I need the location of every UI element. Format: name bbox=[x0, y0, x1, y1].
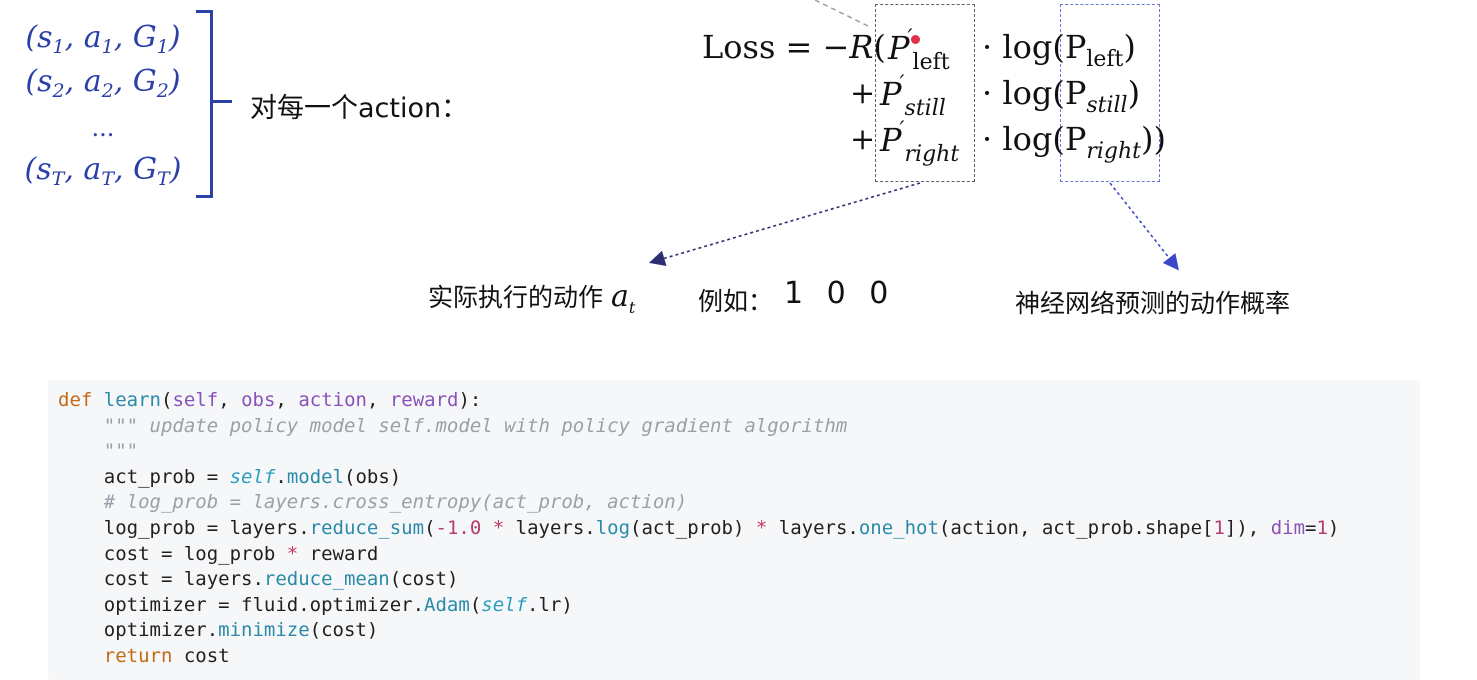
log-p-still: · log(Pstill) bbox=[982, 74, 1141, 118]
dashed-box-actual bbox=[875, 4, 975, 182]
tuple-1: (s1, a1, G1) bbox=[25, 20, 181, 58]
loss-lhs: Loss = −R( bbox=[702, 28, 886, 66]
bracket-tick bbox=[212, 100, 232, 103]
pointer-top-line bbox=[814, 0, 869, 27]
arrow-actual bbox=[648, 182, 921, 267]
tuple-t: (sT, aT, GT) bbox=[24, 152, 182, 190]
arrow-predicted bbox=[1109, 182, 1179, 271]
tuple-ellipsis: ... bbox=[91, 114, 115, 142]
actual-action-label: 实际执行的动作 at bbox=[428, 279, 636, 317]
example-value: 1 0 0 bbox=[784, 276, 896, 311]
plus-right: + bbox=[850, 122, 876, 157]
plus-still: + bbox=[850, 76, 876, 111]
cursor-dot bbox=[911, 35, 920, 44]
predicted-prob-label: 神经网络预测的动作概率 bbox=[1015, 289, 1291, 318]
dashed-box-predicted bbox=[1060, 4, 1160, 182]
formula-arrows bbox=[648, 0, 1179, 271]
example-label: 例如： bbox=[698, 287, 774, 316]
for-each-label: 对每一个action： bbox=[250, 93, 469, 124]
p-prime-right: P′right bbox=[880, 118, 960, 167]
log-p-right: · log(Pright)) bbox=[982, 120, 1166, 164]
log-p-left: · log(Pleft) bbox=[982, 28, 1136, 72]
code-text: def learn(self, obs, action, reward): ""… bbox=[58, 389, 1340, 667]
p-prime-still: P′still bbox=[880, 72, 946, 121]
tuple-2: (s2, a2, G2) bbox=[25, 64, 181, 102]
code-block bbox=[48, 380, 1420, 680]
p-prime-left: P′left bbox=[888, 26, 950, 75]
right-bracket bbox=[196, 10, 213, 198]
